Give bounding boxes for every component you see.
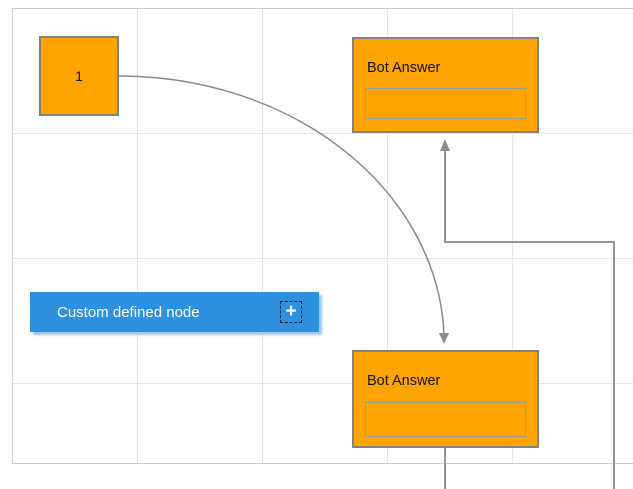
node-bot-answer-top[interactable]: Bot Answer bbox=[352, 37, 539, 133]
connector-elbow[interactable] bbox=[440, 139, 615, 489]
bot-answer-input[interactable] bbox=[365, 402, 526, 437]
paper-edges bbox=[12, 8, 633, 464]
node-start-label: 1 bbox=[75, 68, 83, 84]
plus-icon: + bbox=[285, 300, 297, 322]
node-bot-answer-bottom[interactable]: Bot Answer bbox=[352, 350, 539, 448]
arrowhead-down-icon bbox=[439, 333, 449, 344]
custom-node-label: Custom defined node bbox=[57, 303, 200, 321]
bot-answer-title: Bot Answer bbox=[367, 60, 441, 76]
arrowhead-up-icon bbox=[440, 139, 450, 151]
bot-answer-title: Bot Answer bbox=[367, 373, 441, 389]
bot-answer-input[interactable] bbox=[365, 88, 526, 119]
add-port-button[interactable]: + bbox=[280, 301, 302, 323]
connector-curve[interactable] bbox=[118, 75, 449, 344]
node-start[interactable]: 1 bbox=[39, 36, 119, 116]
node-custom-defined[interactable]: Custom defined node + bbox=[30, 292, 319, 332]
